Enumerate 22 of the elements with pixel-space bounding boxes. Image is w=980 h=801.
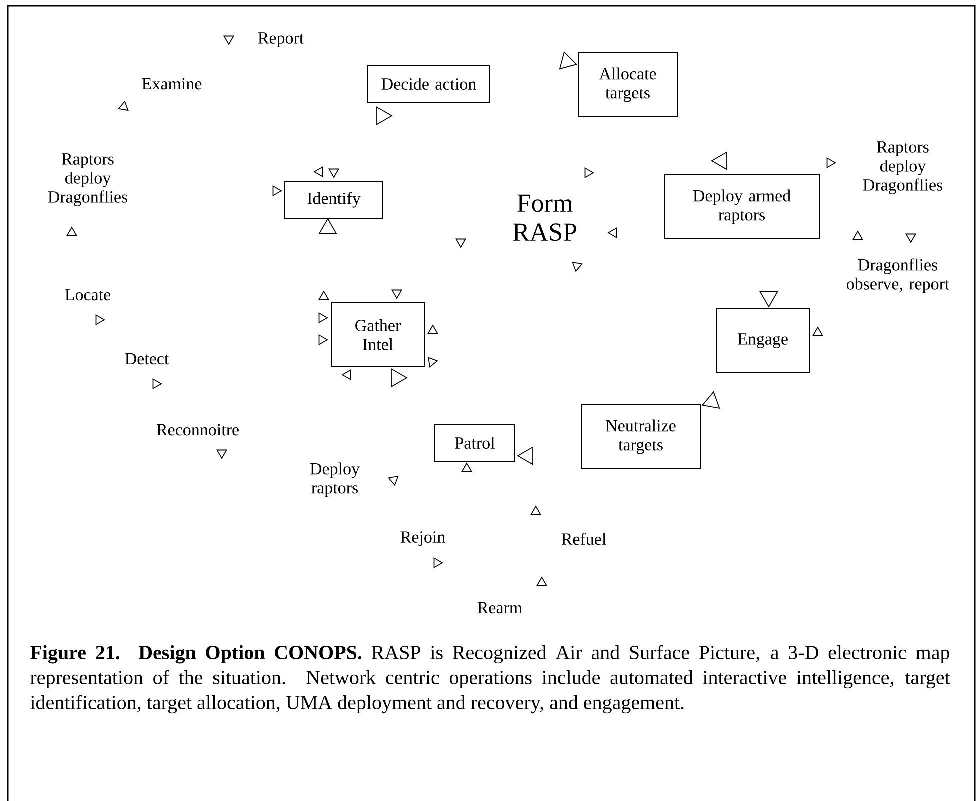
step-label: Rearm — [478, 602, 522, 614]
process-box: Neutralize targets — [581, 404, 701, 470]
process-box: Decide action — [368, 65, 490, 103]
process-box: Deploy armed raptors — [664, 174, 820, 240]
step-label: Reconnoitre — [156, 424, 239, 436]
step-label: Locate — [65, 289, 111, 301]
step-label: Report — [258, 32, 304, 48]
step-label: Rejoin — [400, 532, 446, 546]
step-label: Raptors deploy Dragonflies — [48, 154, 128, 206]
step-label: Raptors deploy Dragonflies — [863, 142, 943, 194]
process-box: Engage — [716, 308, 810, 374]
step-label: Examine — [142, 78, 202, 90]
step-label: Form RASP — [513, 194, 576, 242]
step-label: Dragonflies observe, report — [846, 258, 950, 294]
process-box: Allocate targets — [578, 52, 678, 118]
step-label: Refuel — [562, 532, 606, 546]
process-box: Identify — [284, 181, 384, 219]
step-label: Detect — [125, 353, 170, 365]
step-label: Deploy raptors — [310, 462, 360, 498]
figure-caption: Figure 21. Design Option CONOPS. RASP is Recognized Air and Surface Picture, a 3-D electronic map representation of the situation. Network centric operations include automated interactive intelligence, target identification, target allocation, UMA deployment and recovery, and engagement. — [30, 645, 950, 714]
process-box: Gather Intel — [331, 302, 425, 368]
process-box: Patrol — [434, 424, 516, 462]
